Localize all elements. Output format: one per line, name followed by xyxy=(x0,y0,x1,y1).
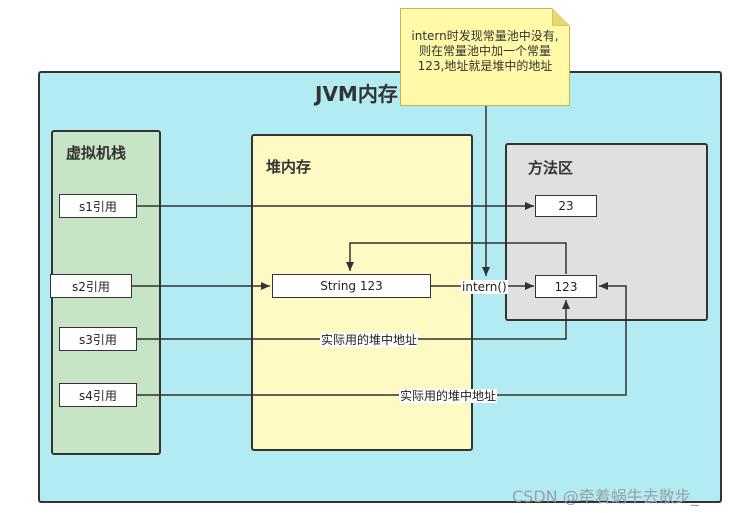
note-fold-icon xyxy=(552,8,570,26)
arrow-s3-to-123 xyxy=(136,300,570,340)
arrow-123-to-string xyxy=(346,242,567,274)
edge-label-s4: 实际用的堆中地址 xyxy=(399,389,498,403)
method-area-title: 方法区 xyxy=(528,159,574,177)
s4-ref-box: s4引用 xyxy=(59,383,137,407)
s1-ref-box: s1引用 xyxy=(59,194,137,218)
method-area-region: 方法区 xyxy=(505,143,708,321)
edge-label-s3: 实际用的堆中地址 xyxy=(320,333,419,347)
pool-value-23: 23 xyxy=(535,195,597,217)
s2-ref-box: s2引用 xyxy=(50,274,132,298)
stack-title: 虚拟机栈 xyxy=(66,144,127,162)
heap-title: 堆内存 xyxy=(266,158,312,176)
watermark: CSDN @牵着蜗牛去散步_ xyxy=(512,487,699,506)
string-object-box: String 123 xyxy=(272,274,431,298)
jvm-memory-title: JVM内存 xyxy=(315,82,398,106)
pool-value-123: 123 xyxy=(535,275,597,298)
intern-note-text: intern时发现常量池中没有,则在常量池中加一个常量123,地址就是堆中的地址 xyxy=(411,29,559,73)
intern-note: intern时发现常量池中没有,则在常量池中加一个常量123,地址就是堆中的地址 xyxy=(400,8,570,106)
intern-call-label: intern() xyxy=(461,280,508,294)
arrow-s4-to-123 xyxy=(136,282,627,396)
s3-ref-box: s3引用 xyxy=(59,327,137,351)
